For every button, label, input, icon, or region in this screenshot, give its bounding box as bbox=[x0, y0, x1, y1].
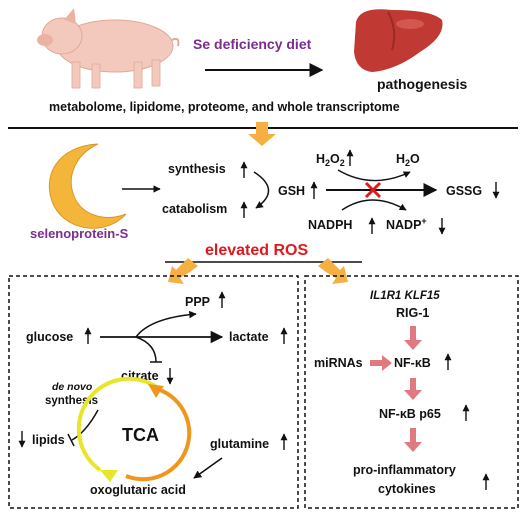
mirnas-label: miRNAs bbox=[314, 356, 363, 370]
tca-arc-orange bbox=[125, 388, 192, 482]
h2o2-to-h2o-arrow bbox=[337, 169, 411, 182]
glucose-to-citrate-inhibit bbox=[135, 336, 157, 363]
nadph-to-nadp-arrow bbox=[341, 199, 407, 211]
h2o-label: H2O bbox=[396, 152, 420, 168]
blocked-x-icon bbox=[364, 181, 382, 199]
gsh-cycle-arrow bbox=[253, 171, 270, 209]
glutamine-label: glutamine bbox=[210, 437, 269, 451]
pink-arrow-2 bbox=[404, 378, 422, 400]
metabolism-box bbox=[8, 275, 299, 509]
proinflam-label-2: cytokines bbox=[378, 482, 436, 496]
tca-label: TCA bbox=[122, 425, 159, 445]
inflammation-box bbox=[304, 275, 519, 509]
pathogenesis-label: pathogenesis bbox=[377, 76, 467, 92]
diet-label: Se deficiency diet bbox=[193, 36, 312, 52]
tca-arrowhead-orange bbox=[148, 384, 164, 398]
elevated-ros-label: elevated ROS bbox=[205, 242, 308, 259]
omics-label: metabolome, lipidome, proteome, and whol… bbox=[49, 100, 400, 114]
liver-illustration bbox=[354, 9, 443, 72]
nadph-label: NADPH bbox=[308, 218, 352, 232]
pink-arrow-3 bbox=[404, 428, 422, 452]
citrate-to-lipids-inhibit bbox=[71, 409, 99, 441]
genes-label: IL1R1 KLF15 bbox=[370, 290, 440, 302]
ppp-label: PPP bbox=[185, 295, 210, 309]
lactate-label: lactate bbox=[229, 330, 269, 344]
pink-arrow-mirnas bbox=[370, 355, 392, 371]
orange-arrow-right bbox=[318, 258, 348, 284]
gsh-label: GSH bbox=[278, 184, 305, 198]
gssg-label: GSSG bbox=[446, 184, 482, 198]
oxoglutaric-label: oxoglutaric acid bbox=[90, 483, 186, 497]
proinflam-label-1: pro-inflammatory bbox=[353, 463, 456, 477]
nfkb-label: NF-κB bbox=[394, 356, 431, 370]
orange-arrow-top bbox=[248, 122, 276, 146]
lipids-inhibit-bar bbox=[67, 433, 75, 447]
glutamine-to-oxoglutaric-arrow bbox=[193, 457, 223, 479]
nfkb-p65-label: NF-κB p65 bbox=[379, 407, 441, 421]
selenoprotein-crescent-icon bbox=[48, 143, 127, 229]
de-novo-label: de novo bbox=[52, 381, 93, 393]
glucose-label: glucose bbox=[26, 330, 73, 344]
h2o2-label: H2O2 bbox=[316, 152, 345, 168]
orange-arrow-left bbox=[168, 258, 198, 284]
pink-arrow-1 bbox=[404, 326, 422, 350]
tca-arc-yellow bbox=[76, 376, 160, 472]
pig-illustration bbox=[37, 8, 180, 89]
rig1-label: RIG-1 bbox=[396, 306, 429, 320]
synthesis-label: synthesis bbox=[168, 162, 226, 176]
glucose-to-ppp-arrow bbox=[135, 310, 197, 338]
catabolism-label: catabolism bbox=[162, 202, 227, 216]
lipids-label: lipids bbox=[32, 433, 65, 447]
selenoprotein-label: selenoprotein-S bbox=[30, 226, 129, 241]
tca-arrowhead-yellow bbox=[100, 470, 118, 482]
nadp-label: NADP+ bbox=[386, 216, 427, 232]
